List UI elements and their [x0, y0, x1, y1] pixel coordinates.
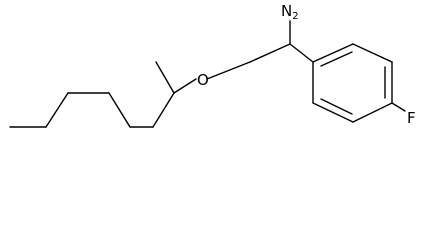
- skeletal-formula: N2 O F: [9, 2, 416, 128]
- ring-bond-1: [312, 43, 354, 63]
- fluorine-label: F: [407, 109, 416, 127]
- ether-oxygen-label: O: [197, 71, 209, 89]
- ring-bond-2: [352, 43, 393, 63]
- ring-bond-4: [352, 102, 393, 123]
- bond-c4-c5: [108, 92, 131, 128]
- bond-ch-ring: [289, 43, 314, 63]
- bond-c7-o: [173, 78, 197, 94]
- bond-c7-c8: [155, 61, 175, 94]
- amine-element: N: [281, 2, 292, 20]
- ring-double-3: [320, 98, 353, 115]
- ring-double-1: [320, 51, 353, 67]
- bond-ch2-ch: [249, 43, 291, 63]
- bond-c6-c7: [152, 92, 175, 128]
- bond-c2-c3: [45, 92, 69, 128]
- structure-canvas: N2 O F: [9, 2, 416, 128]
- bond-ring-f: [391, 102, 406, 112]
- ring-bond-5: [312, 102, 354, 123]
- amine-label: N2: [281, 2, 299, 22]
- bond-o-ch2: [206, 61, 251, 80]
- amine-hydrogen-count: 2: [292, 11, 298, 22]
